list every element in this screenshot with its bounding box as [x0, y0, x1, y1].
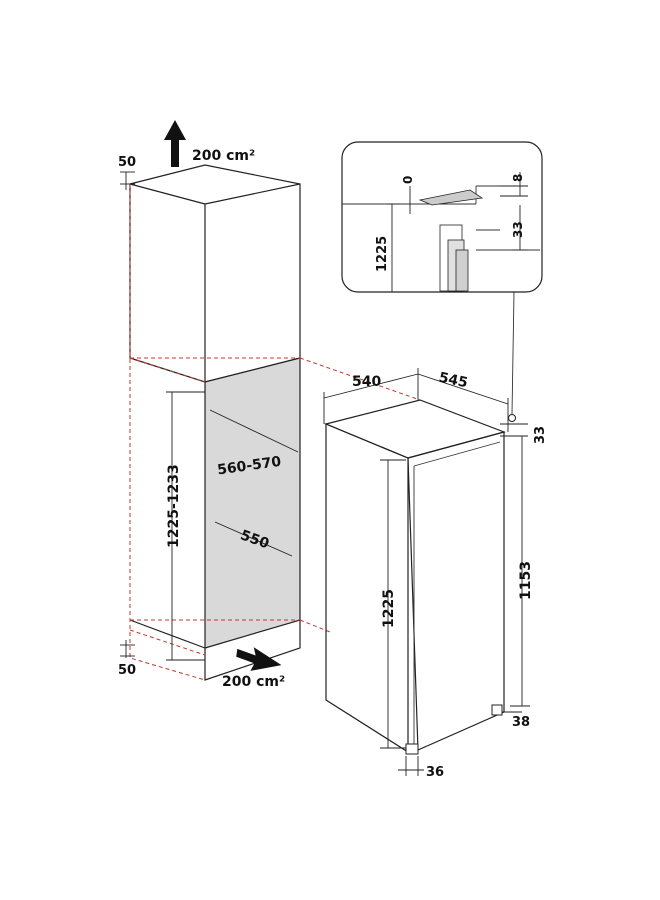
appliance-foot-front — [405, 743, 419, 755]
appliance-side — [325, 423, 409, 754]
appliance-top — [324, 399, 506, 459]
vent-bottom-label: 200 cm² — [222, 674, 285, 690]
vent-bottom-arrow-icon — [236, 647, 282, 671]
dim-appliance-depth — [323, 368, 419, 424]
dim-gap-top — [120, 171, 135, 190]
cabinet-plinth — [204, 619, 301, 681]
dim-niche-depth — [209, 409, 299, 453]
dim-niche-width — [214, 521, 293, 557]
dim-gap-bottom — [120, 640, 135, 658]
dim-appliance-height — [380, 459, 406, 749]
appliance-height-label: 1225 — [381, 589, 397, 628]
dim-door-height — [510, 436, 530, 707]
gap-top-label: 50 — [118, 155, 136, 170]
vent-top-arrow-icon — [164, 120, 186, 167]
dim-appliance-width — [417, 373, 509, 432]
cabinet-top-block — [129, 164, 301, 383]
detail-0-label: 0 — [401, 176, 415, 184]
appliance-door — [407, 431, 505, 751]
niche-back-wall — [205, 358, 300, 648]
detail-callout — [341, 141, 543, 293]
vent-top-label: 200 cm² — [192, 148, 255, 164]
detail-1225-label: 1225 — [375, 236, 390, 272]
gap-bottom-label: 50 — [118, 663, 136, 678]
foot-right-label: 38 — [512, 715, 530, 730]
appliance-top-label: 33 — [533, 426, 548, 444]
appliance-depth-label: 540 — [352, 374, 381, 390]
callout-leader — [508, 291, 516, 422]
dim-appliance-top — [500, 423, 528, 437]
dim-foot-bottom — [398, 756, 424, 776]
appliance-foot-right — [491, 704, 503, 716]
foot-bottom-label: 36 — [426, 765, 444, 780]
detail-8-label: 8 — [511, 174, 525, 182]
dim-niche-height — [166, 391, 205, 661]
door-height-label: 1153 — [518, 561, 534, 600]
hidden-edge-left — [129, 184, 206, 681]
cabinet — [129, 164, 421, 681]
appliance — [324, 399, 506, 755]
niche-height-label: 1225-1233 — [166, 464, 182, 548]
appliance-width-label: 545 — [437, 370, 469, 392]
detail-33-label: 33 — [511, 221, 525, 238]
